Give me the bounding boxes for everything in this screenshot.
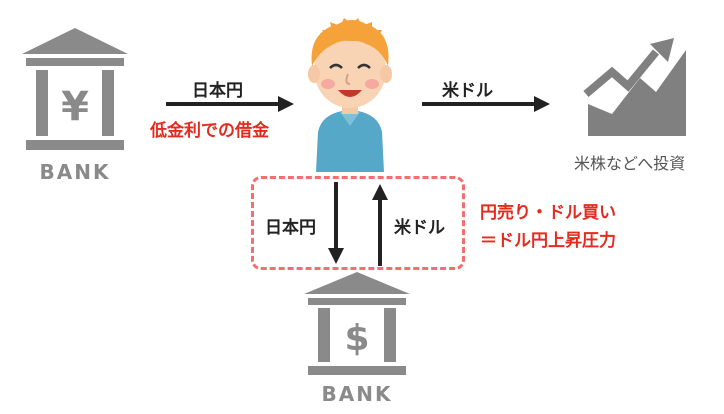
dollar-bank-icon: $ [304,272,410,375]
exchange-note-line1: 円売り・ドル買い [480,203,616,223]
yen-flow-label: 日本円 [192,81,243,101]
invest-label: 米株などへ投資 [574,154,686,173]
arrow-right-icon [166,96,294,112]
dollar-bank: $ BANK [302,272,412,414]
rising-chart-icon [583,38,686,136]
loan-label: 低金利での借金 [150,121,269,141]
usd-flow-label: 米ドル [442,81,493,101]
exchange-usd-label: 米ドル [394,218,445,238]
arrow-right-icon [422,96,550,112]
yen-bank-caption: BANK [39,160,111,184]
smiling-person-icon [308,18,392,172]
exchange-box [251,176,465,270]
yen-symbol: ¥ [61,84,89,130]
exchange-note-line2: ＝ドル円上昇圧力 [480,231,616,251]
arrow-down-icon [328,182,344,264]
arrow-up-icon [372,184,388,266]
exchange-yen-label: 日本円 [265,218,316,238]
dollar-bank-caption: BANK [321,382,393,406]
yen-bank: ¥ BANK [20,28,130,188]
dollar-symbol: $ [344,318,369,359]
yen-bank-icon: ¥ [22,28,128,150]
